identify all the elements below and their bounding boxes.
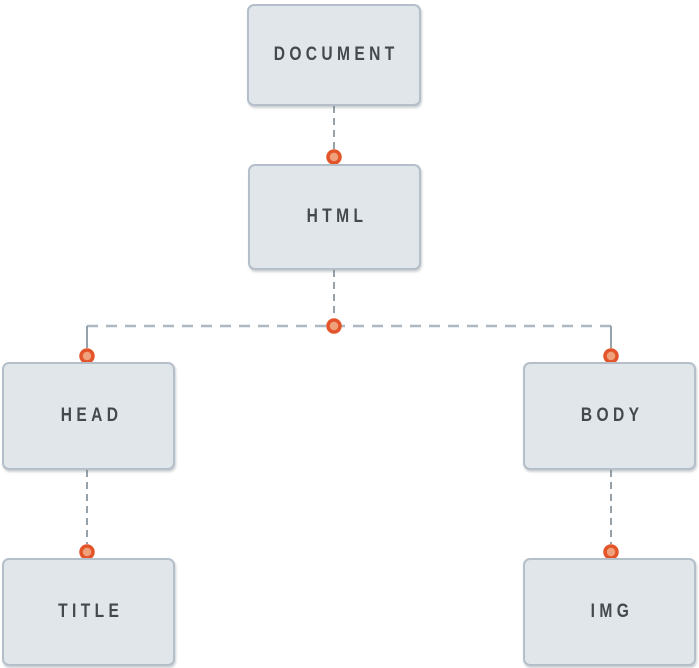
node-img: IMG bbox=[523, 558, 696, 666]
connector-dot-title bbox=[79, 544, 95, 560]
connector-dot-head bbox=[79, 348, 95, 364]
node-head-label: HEAD bbox=[60, 405, 122, 426]
node-body-label: BODY bbox=[580, 405, 644, 426]
node-document-label: DOCUMENT bbox=[274, 44, 400, 65]
node-head: HEAD bbox=[2, 362, 175, 470]
node-title: TITLE bbox=[2, 558, 175, 666]
node-img-label: IMG bbox=[590, 601, 634, 622]
connector-dot-html bbox=[326, 149, 342, 165]
node-html-label: HTML bbox=[306, 206, 368, 227]
node-body: BODY bbox=[523, 362, 696, 470]
node-title-label: TITLE bbox=[58, 601, 124, 622]
node-html: HTML bbox=[248, 164, 421, 270]
connector-dot-body bbox=[603, 348, 619, 364]
node-document: DOCUMENT bbox=[247, 4, 421, 106]
connector-dot-junction bbox=[326, 318, 342, 334]
connector-dot-img bbox=[603, 544, 619, 560]
